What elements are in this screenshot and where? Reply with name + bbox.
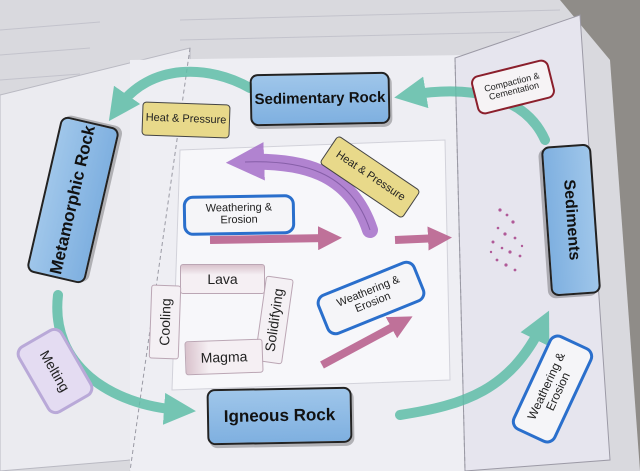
sedimentary-rock-label: Sedimentary Rock <box>254 88 386 109</box>
heat-pressure-card-top: Heat & Pressure <box>141 101 231 139</box>
arrow-sedimentary-to-metamorphic <box>108 66 255 122</box>
cooling-label: Cooling <box>155 297 174 347</box>
sediment-dots <box>489 208 524 272</box>
solidifying-label: Solidifying <box>261 287 287 353</box>
pink-arrow-upper-left <box>209 226 342 251</box>
metamorphic-rock-label: Metamorphic Rock <box>46 123 99 277</box>
sediments-label: Sediments <box>560 178 584 261</box>
cooling-card: Cooling <box>148 284 182 360</box>
magma-label: Magma <box>200 347 248 366</box>
weathering-erosion-label-center: Weathering & Erosion <box>205 201 273 227</box>
center-curved-arrow-outline <box>244 161 371 231</box>
sedimentary-rock-card: Sedimentary Rock <box>249 71 391 127</box>
arrow-igneous-to-sediments <box>395 310 550 420</box>
igneous-rock-label: Igneous Rock <box>223 405 336 427</box>
igneous-rock-card: Igneous Rock <box>206 386 353 446</box>
melting-label: Melting <box>37 347 74 395</box>
sediments-card: Sediments <box>540 143 602 297</box>
pink-arrow-upper-right <box>394 226 452 251</box>
heat-pressure-label-top: Heat & Pressure <box>145 111 227 127</box>
pink-arrow-lower <box>320 316 413 369</box>
compaction-cementation-label: Compaction & Cementation <box>483 70 541 102</box>
lava-label: Lava <box>207 270 238 287</box>
arrow-metamorphic-to-igneous <box>52 290 196 425</box>
magma-card: Magma <box>184 338 264 376</box>
weathering-erosion-card-center: Weathering & Erosion <box>182 194 296 236</box>
lava-card: Lava <box>180 264 265 294</box>
